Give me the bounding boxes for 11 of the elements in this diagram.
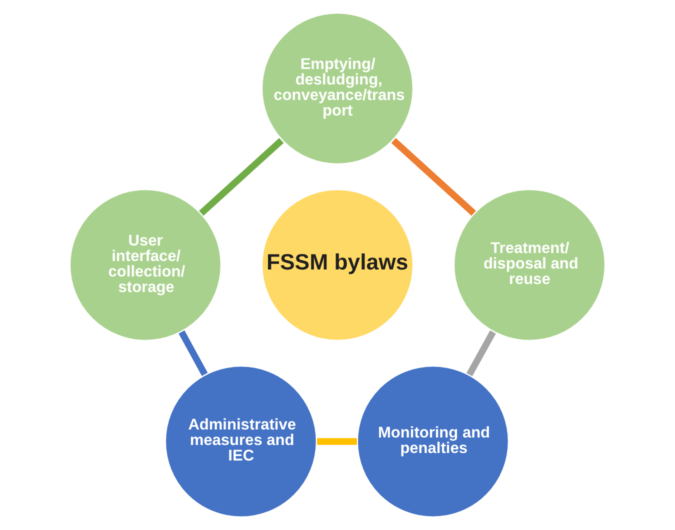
connector — [391, 138, 476, 216]
node-circle: Treatment/ disposal and reuse — [452, 188, 607, 342]
connector — [317, 438, 357, 445]
node-circle: Monitoring and penalties — [356, 364, 510, 519]
connector — [178, 330, 208, 376]
node-circle: Administrative measures and IEC — [164, 364, 318, 519]
connector — [466, 330, 496, 376]
connector — [199, 138, 284, 216]
node-circle: User interface/ collection/ storage — [68, 188, 223, 342]
node-circle: FSSM bylaws — [260, 188, 415, 342]
node-circle: Emptying/ desludging, conveyance/trans port — [260, 11, 415, 166]
